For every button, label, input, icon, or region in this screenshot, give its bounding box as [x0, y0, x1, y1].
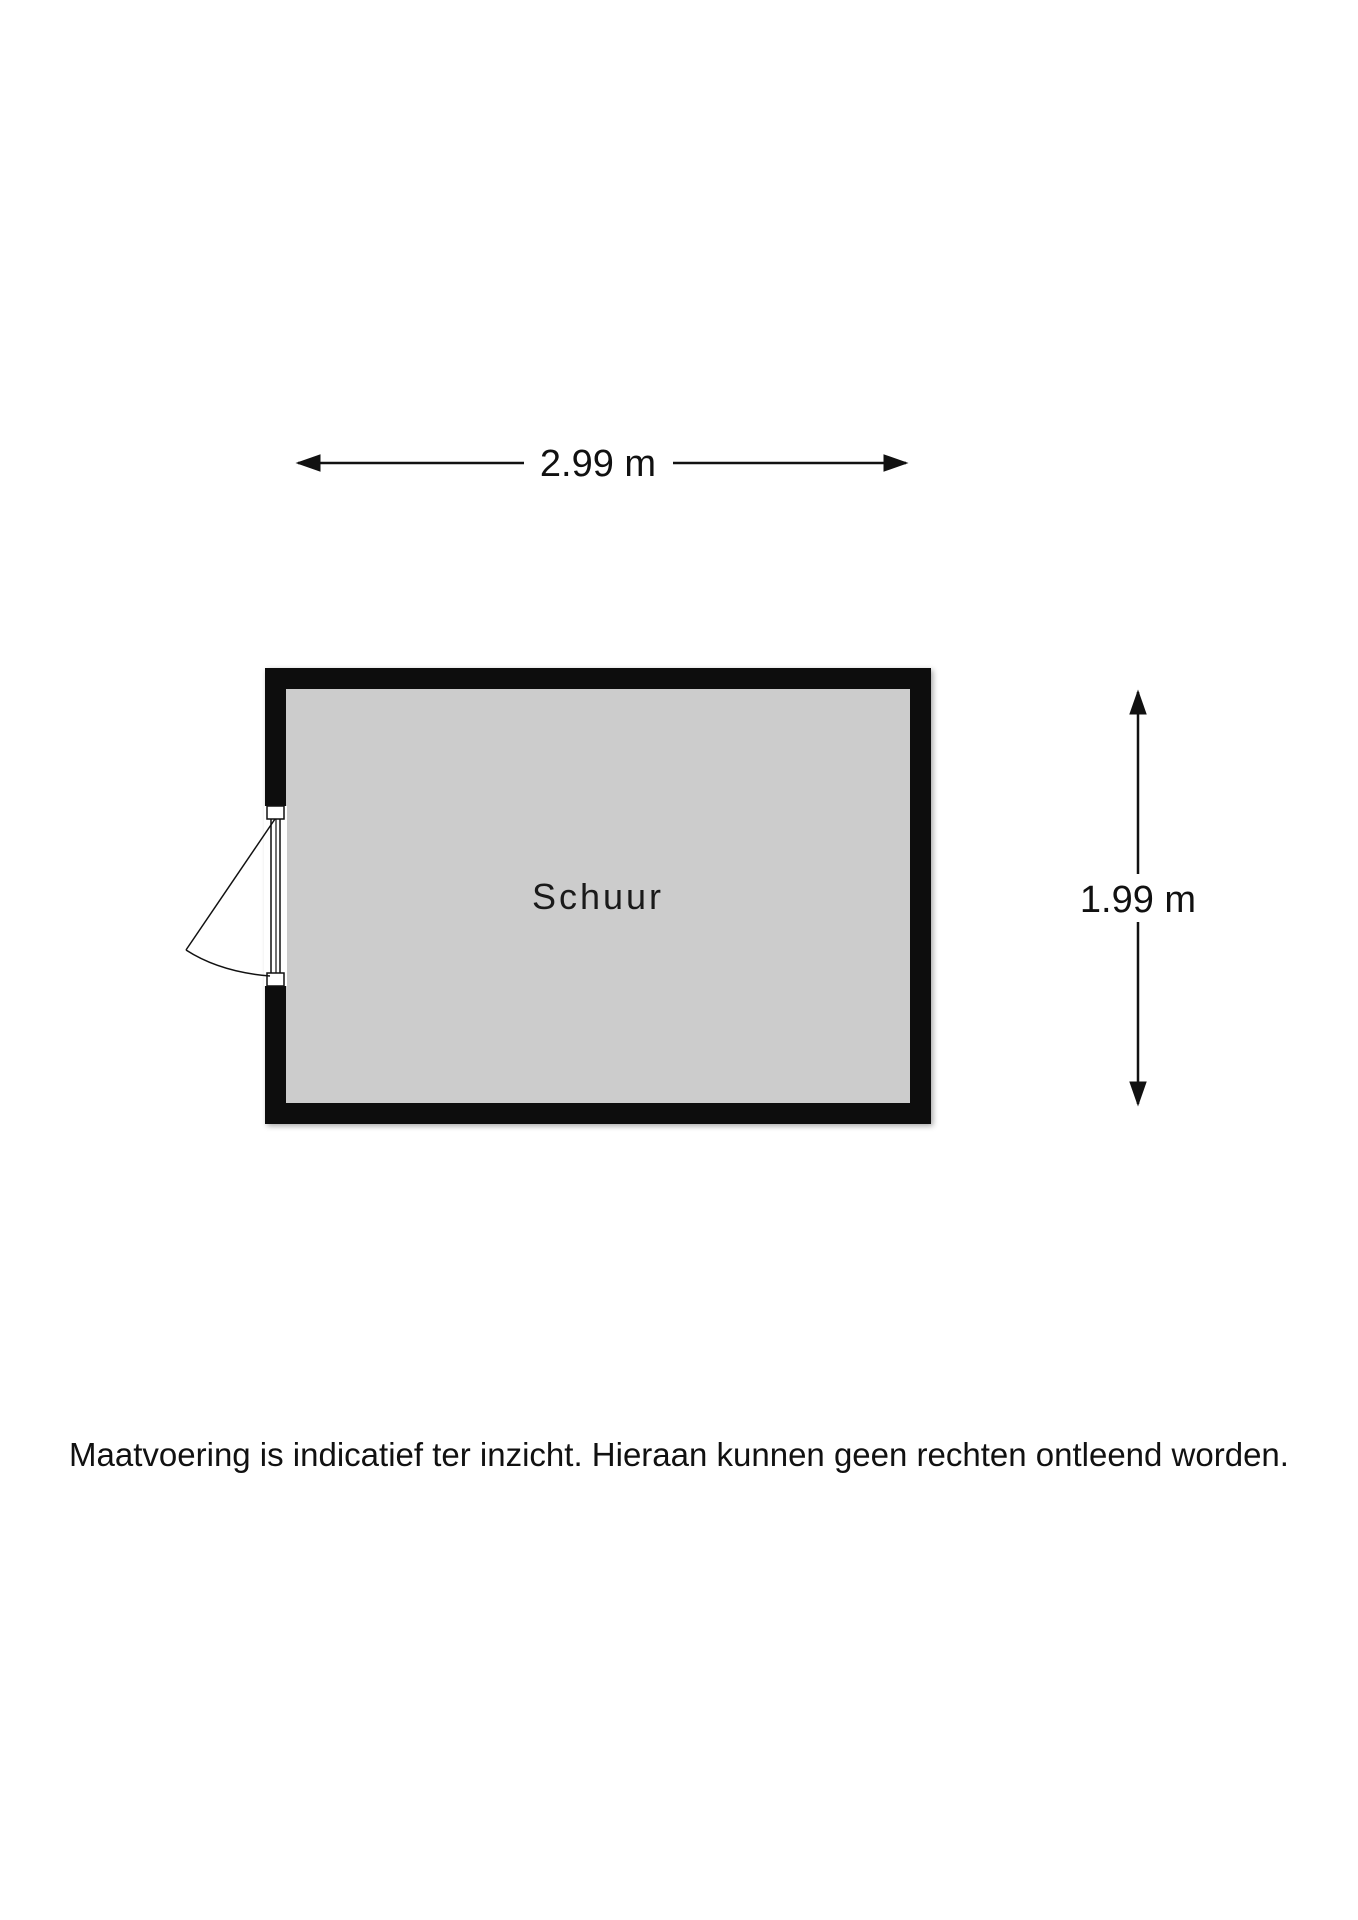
door-leaf	[185, 818, 276, 951]
door-jamb-top	[266, 805, 285, 820]
door-swing-arc	[185, 949, 271, 977]
door-jamb-bottom	[266, 972, 285, 987]
width-dimension-label: 2.99 m	[540, 443, 656, 485]
room-label: Schuur	[532, 876, 664, 917]
height-dimension-label: 1.99 m	[1080, 879, 1196, 921]
height-dimension: 1.99 m	[1080, 689, 1196, 1107]
width-dimension: 2.99 m	[295, 443, 909, 485]
room-floor	[286, 689, 910, 1103]
disclaimer-text: Maatvoering is indicatief ter inzicht. H…	[69, 1436, 1289, 1473]
door	[185, 805, 287, 987]
room-schuur	[265, 668, 931, 1124]
